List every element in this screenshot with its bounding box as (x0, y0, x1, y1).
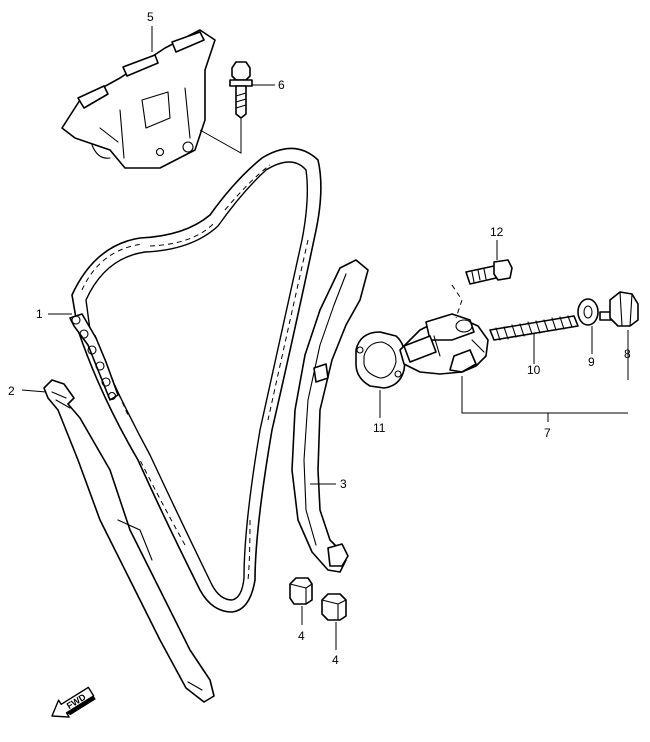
chain-joint (69, 313, 119, 401)
callout-2: 2 (8, 384, 15, 398)
callout-4a: 4 (298, 629, 305, 643)
leader-lines (21, 26, 629, 650)
front-chain-guide (43, 379, 215, 703)
tensioner-assembly (399, 313, 489, 375)
slider-block-b (321, 593, 347, 621)
sealing-washer (577, 298, 599, 326)
tensioner-gasket (355, 331, 406, 389)
callout-9: 9 (588, 355, 595, 369)
upper-chain-guide (61, 29, 216, 169)
tensioner-spring (489, 315, 579, 341)
guide-bolt (229, 61, 253, 119)
callout-labels: 1 2 3 4 4 5 6 7 8 9 10 11 12 (8, 10, 631, 667)
callout-7: 7 (544, 426, 551, 440)
callout-11: 11 (373, 421, 386, 435)
callout-4b: 4 (332, 653, 339, 667)
callout-3: 3 (340, 477, 347, 491)
callout-12: 12 (490, 225, 504, 239)
slider-block-a (289, 577, 313, 605)
tensioner-chain-guide (291, 259, 369, 573)
callout-8: 8 (624, 347, 631, 361)
cam-chain (71, 147, 322, 613)
fwd-arrow-icon: FWD (51, 686, 96, 718)
callout-10: 10 (527, 363, 541, 377)
callout-6: 6 (278, 78, 285, 92)
callout-5: 5 (147, 10, 154, 24)
tensioner-bolt (465, 259, 513, 285)
callout-1: 1 (36, 307, 43, 321)
tensioner-cap-bolt (599, 291, 639, 327)
